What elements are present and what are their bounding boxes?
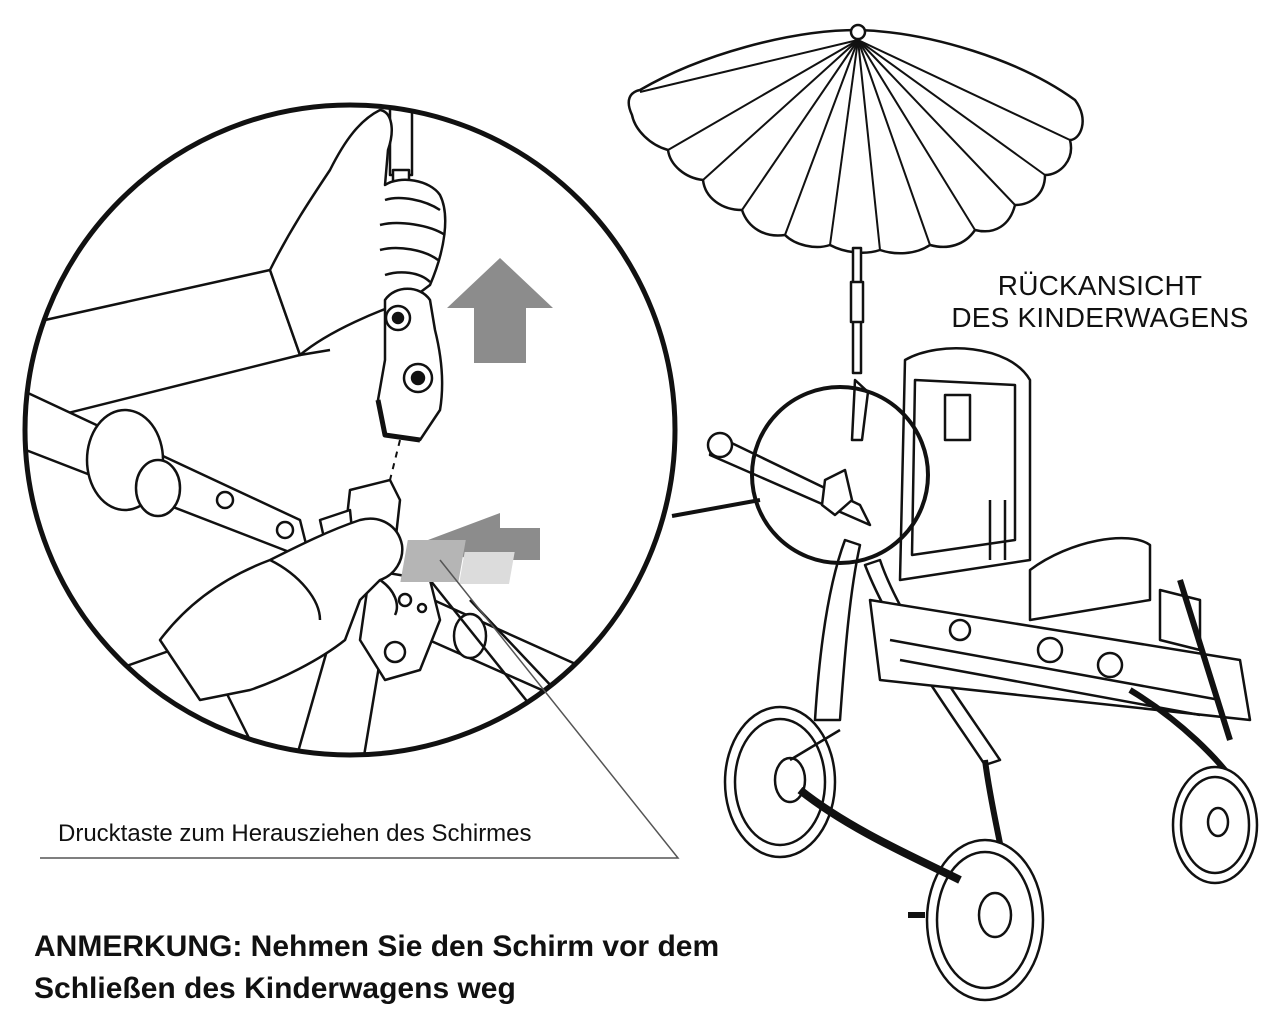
- umbrella-clip: [376, 287, 444, 442]
- detail-circle-outline: [22, 102, 678, 758]
- lower-hand: [158, 517, 404, 702]
- umbrella: [627, 23, 1084, 375]
- wheel-right: [1171, 765, 1259, 885]
- wheel-front: [925, 838, 1045, 1002]
- stroller: [706, 347, 1259, 1002]
- note-text: ANMERKUNG: Nehmen Sie den Schirm vor dem…: [34, 926, 719, 1010]
- small-detail-circle: [750, 385, 930, 565]
- leader-line: [40, 559, 680, 859]
- rear-view-line2: DES KINDERWAGENS: [951, 302, 1249, 333]
- rear-view-line1: RÜCKANSICHT: [997, 270, 1203, 301]
- up-arrow: [447, 258, 553, 363]
- wheel-rear-left: [723, 705, 837, 859]
- push-button-label: Drucktaste zum Herausziehen des Schirmes: [58, 820, 532, 847]
- connector-line: [671, 498, 761, 518]
- note-line2: Schließen des Kinderwagens weg: [34, 972, 516, 1005]
- rear-view-label: RÜCKANSICHT DES KINDERWAGENS: [905, 270, 1281, 334]
- detail-magnifier: [25, 105, 675, 755]
- note-line1: ANMERKUNG: Nehmen Sie den Schirm vor dem: [34, 930, 720, 963]
